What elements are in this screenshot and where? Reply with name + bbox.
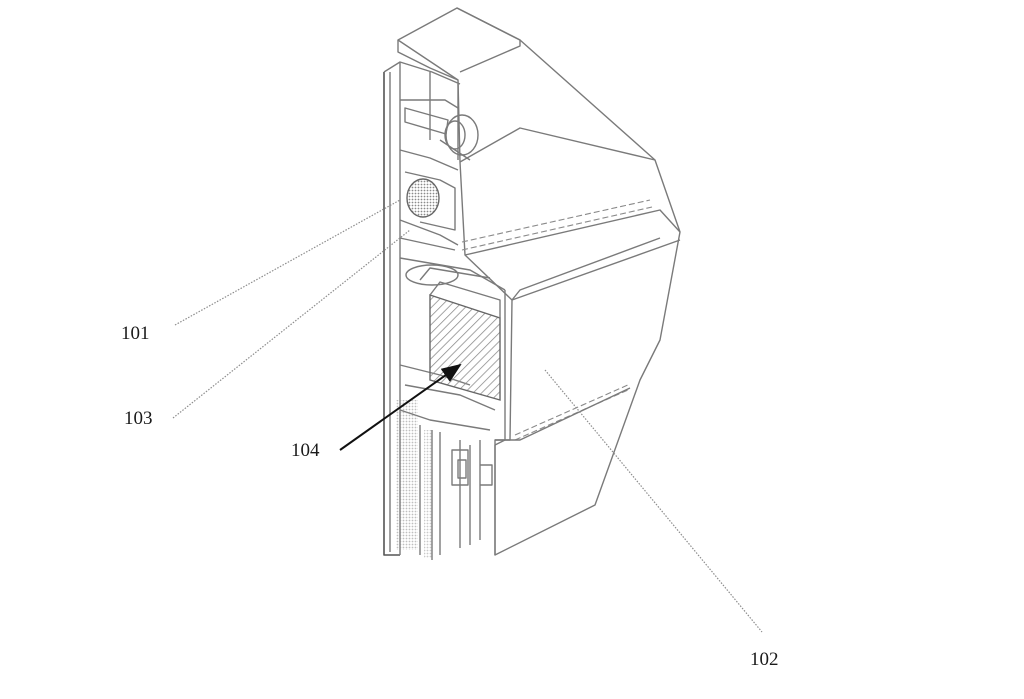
arrow-104 xyxy=(339,363,462,451)
reference-label-103: 103 xyxy=(124,408,153,429)
reference-label-102: 102 xyxy=(750,649,779,670)
upper-fastener xyxy=(404,107,479,161)
housing-body xyxy=(397,7,681,556)
hatched-insert xyxy=(405,264,501,401)
reference-label-104: 104 xyxy=(291,440,320,461)
leader-103 xyxy=(172,229,411,419)
leader-101 xyxy=(174,199,401,326)
frame-profile xyxy=(383,61,506,560)
reference-label-101: 101 xyxy=(121,323,150,344)
seal-element xyxy=(404,171,456,231)
leader-102 xyxy=(544,369,763,633)
